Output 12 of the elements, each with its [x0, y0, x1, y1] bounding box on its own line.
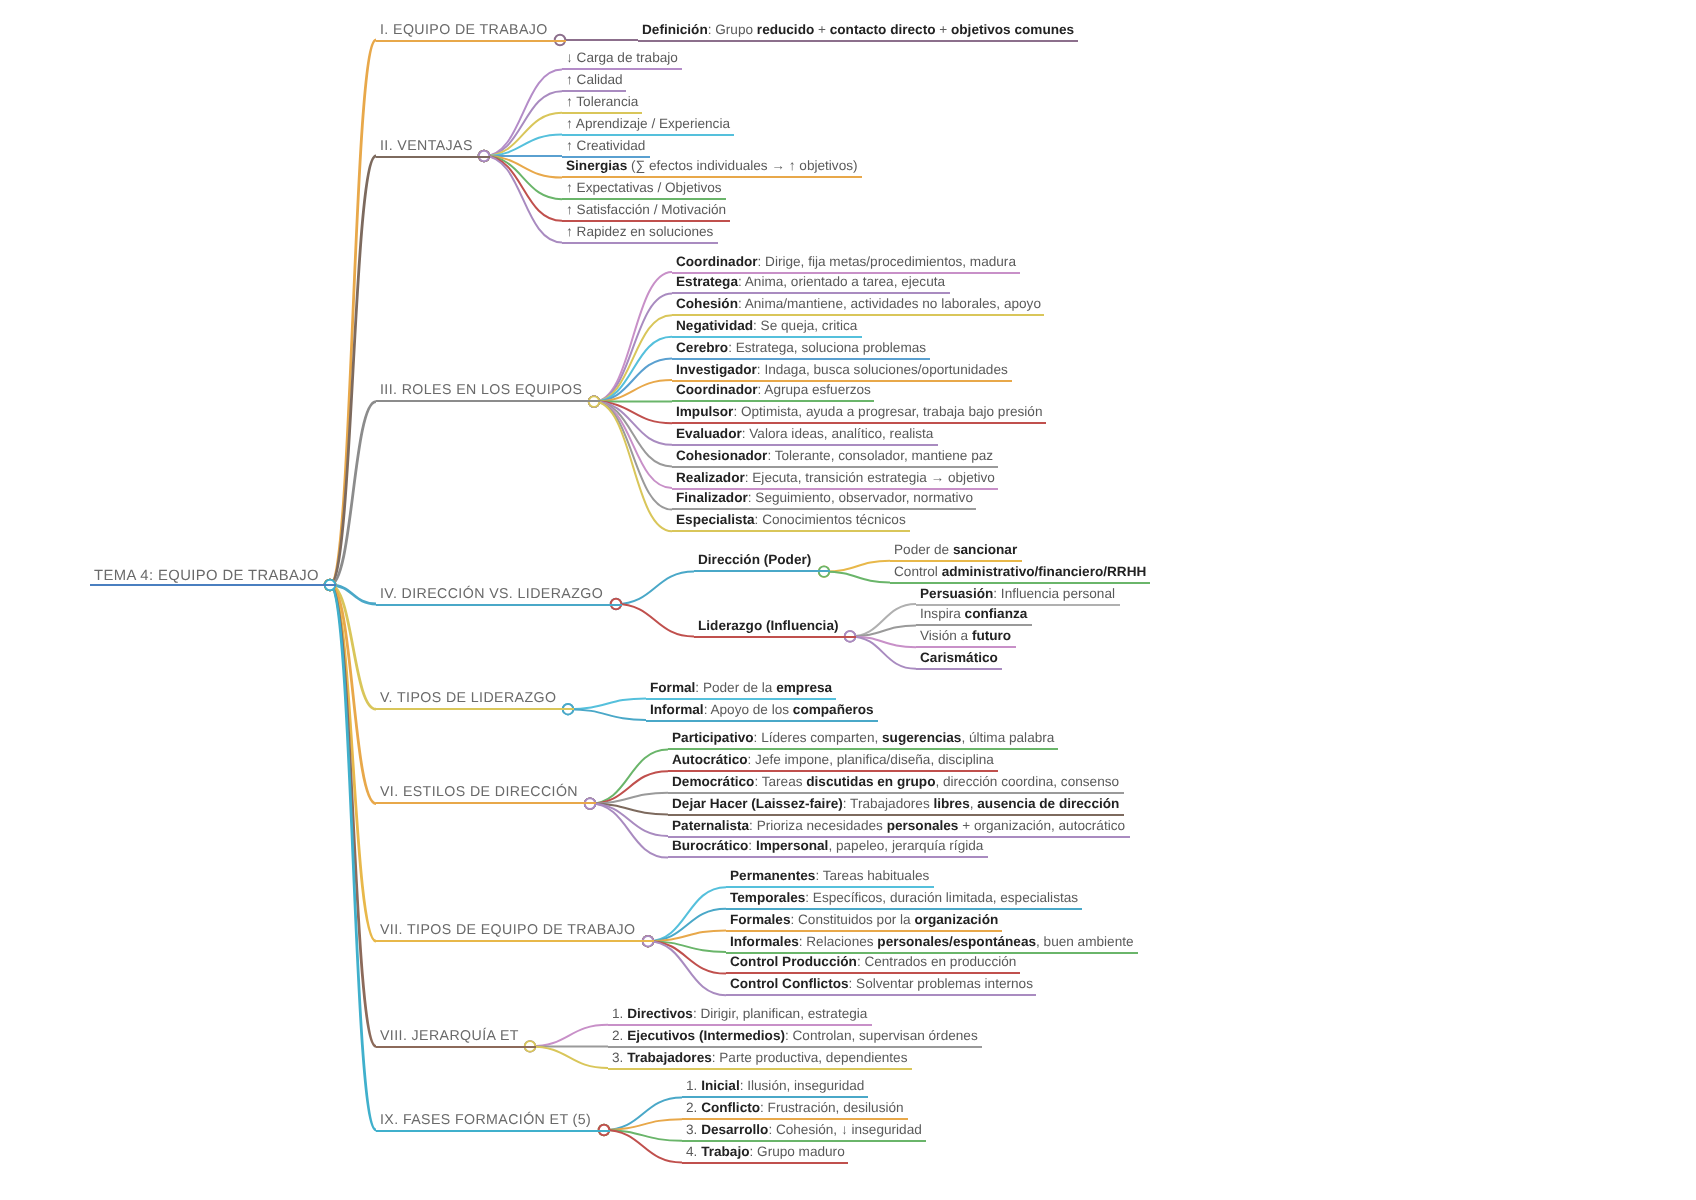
branch-connector	[561, 703, 647, 721]
branch-connector	[477, 149, 563, 244]
branch-connector	[641, 935, 727, 997]
branch-connector	[323, 578, 378, 1131]
branch-connector	[553, 33, 639, 47]
branch-connector	[587, 395, 673, 533]
branch-connector	[597, 1123, 683, 1164]
branch-connector	[583, 797, 669, 859]
branch-connector	[843, 630, 917, 670]
branch-connector	[609, 597, 695, 638]
branch-connector	[817, 565, 891, 584]
branch-connector	[523, 1040, 609, 1069]
